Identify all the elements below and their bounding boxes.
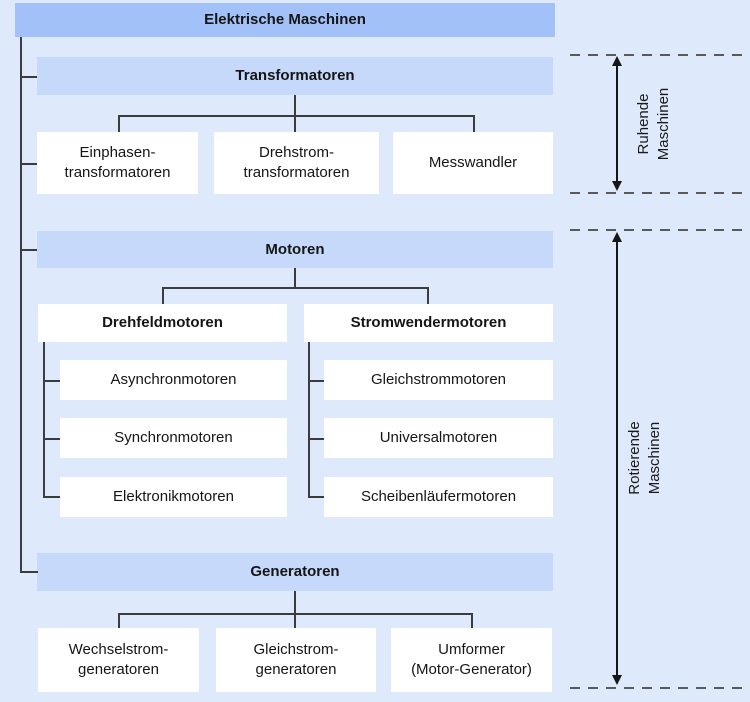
connector-drop-einphasen	[118, 115, 120, 132]
trunk-line-main	[20, 37, 22, 572]
connector-drop-umformer	[471, 613, 473, 628]
connector-trunk-to-einphasen	[20, 163, 37, 165]
connector-universalmotoren	[308, 438, 324, 440]
dashed-boundary-bottom	[570, 687, 748, 689]
node-umformer-motor-generator: Umformer (Motor-Generator)	[391, 628, 552, 692]
node-universalmotoren: Universalmotoren	[324, 418, 553, 458]
connector-gleichstrommotoren	[308, 380, 324, 382]
connector-elektronikmotoren	[43, 496, 60, 498]
arrowhead-up-rotierende	[612, 232, 622, 242]
node-messwandler: Messwandler	[393, 132, 553, 194]
connector-drop-stromwendermotoren	[427, 287, 429, 304]
connector-drop-drehfeldmotoren	[162, 287, 164, 304]
arrow-rotierende-maschinen	[616, 236, 618, 680]
connector-drop-wechselstrom	[118, 613, 120, 628]
trunk-line-stromwendermotoren	[308, 342, 310, 497]
connector-generatoren-rail	[118, 613, 473, 615]
dashed-boundary-top	[570, 54, 748, 56]
arrowhead-down-rotierende	[612, 675, 622, 685]
node-drehstrom-transformatoren: Drehstrom- transformatoren	[214, 132, 379, 194]
node-gleichstrommotoren: Gleichstrommotoren	[324, 360, 553, 400]
side-label-rotierende-maschinen: Rotierende Maschinen	[626, 421, 663, 495]
trunk-line-drehfeldmotoren	[43, 342, 45, 497]
connector-generatoren-stem	[294, 591, 296, 613]
node-elektrische-maschinen: Elektrische Maschinen	[15, 3, 555, 37]
node-generatoren: Generatoren	[37, 553, 553, 591]
connector-drop-drehstrom	[294, 115, 296, 132]
connector-asynchronmotoren	[43, 380, 60, 382]
node-scheibenlaeufermotoren: Scheibenläufermotoren	[324, 477, 553, 517]
node-gleichstrom-generatoren: Gleichstrom- generatoren	[216, 628, 376, 692]
node-elektronikmotoren: Elektronikmotoren	[60, 477, 287, 517]
dashed-boundary-rotierende-top	[570, 229, 748, 231]
side-label-ruhende-maschinen: Ruhende Maschinen	[635, 87, 672, 161]
node-transformatoren: Transformatoren	[37, 57, 553, 95]
arrow-ruhende-maschinen	[616, 60, 618, 188]
connector-scheibenlaeufermotoren	[308, 496, 324, 498]
arrowhead-up-ruhende	[612, 56, 622, 66]
connector-trunk-to-generatoren	[20, 571, 38, 573]
connector-drop-gleichstrom	[294, 613, 296, 628]
connector-transformatoren-rail	[118, 115, 475, 117]
connector-motoren-stem	[294, 268, 296, 287]
arrowhead-down-ruhende	[612, 181, 622, 191]
connector-transformatoren-stem	[294, 95, 296, 115]
connector-trunk-to-motoren	[20, 249, 37, 251]
dashed-boundary-ruhende-bottom	[570, 192, 748, 194]
connector-trunk-to-transformatoren	[20, 76, 37, 78]
node-wechselstrom-generatoren: Wechselstrom- generatoren	[38, 628, 199, 692]
node-synchronmotoren: Synchronmotoren	[60, 418, 287, 458]
node-motoren: Motoren	[37, 231, 553, 268]
connector-motoren-rail	[162, 287, 429, 289]
node-einphasen-transformatoren: Einphasen- transformatoren	[37, 132, 198, 194]
connector-drop-messwandler	[473, 115, 475, 132]
node-stromwendermotoren: Stromwendermotoren	[304, 304, 553, 342]
node-asynchronmotoren: Asynchronmotoren	[60, 360, 287, 400]
connector-synchronmotoren	[43, 438, 60, 440]
node-drehfeldmotoren: Drehfeldmotoren	[38, 304, 287, 342]
